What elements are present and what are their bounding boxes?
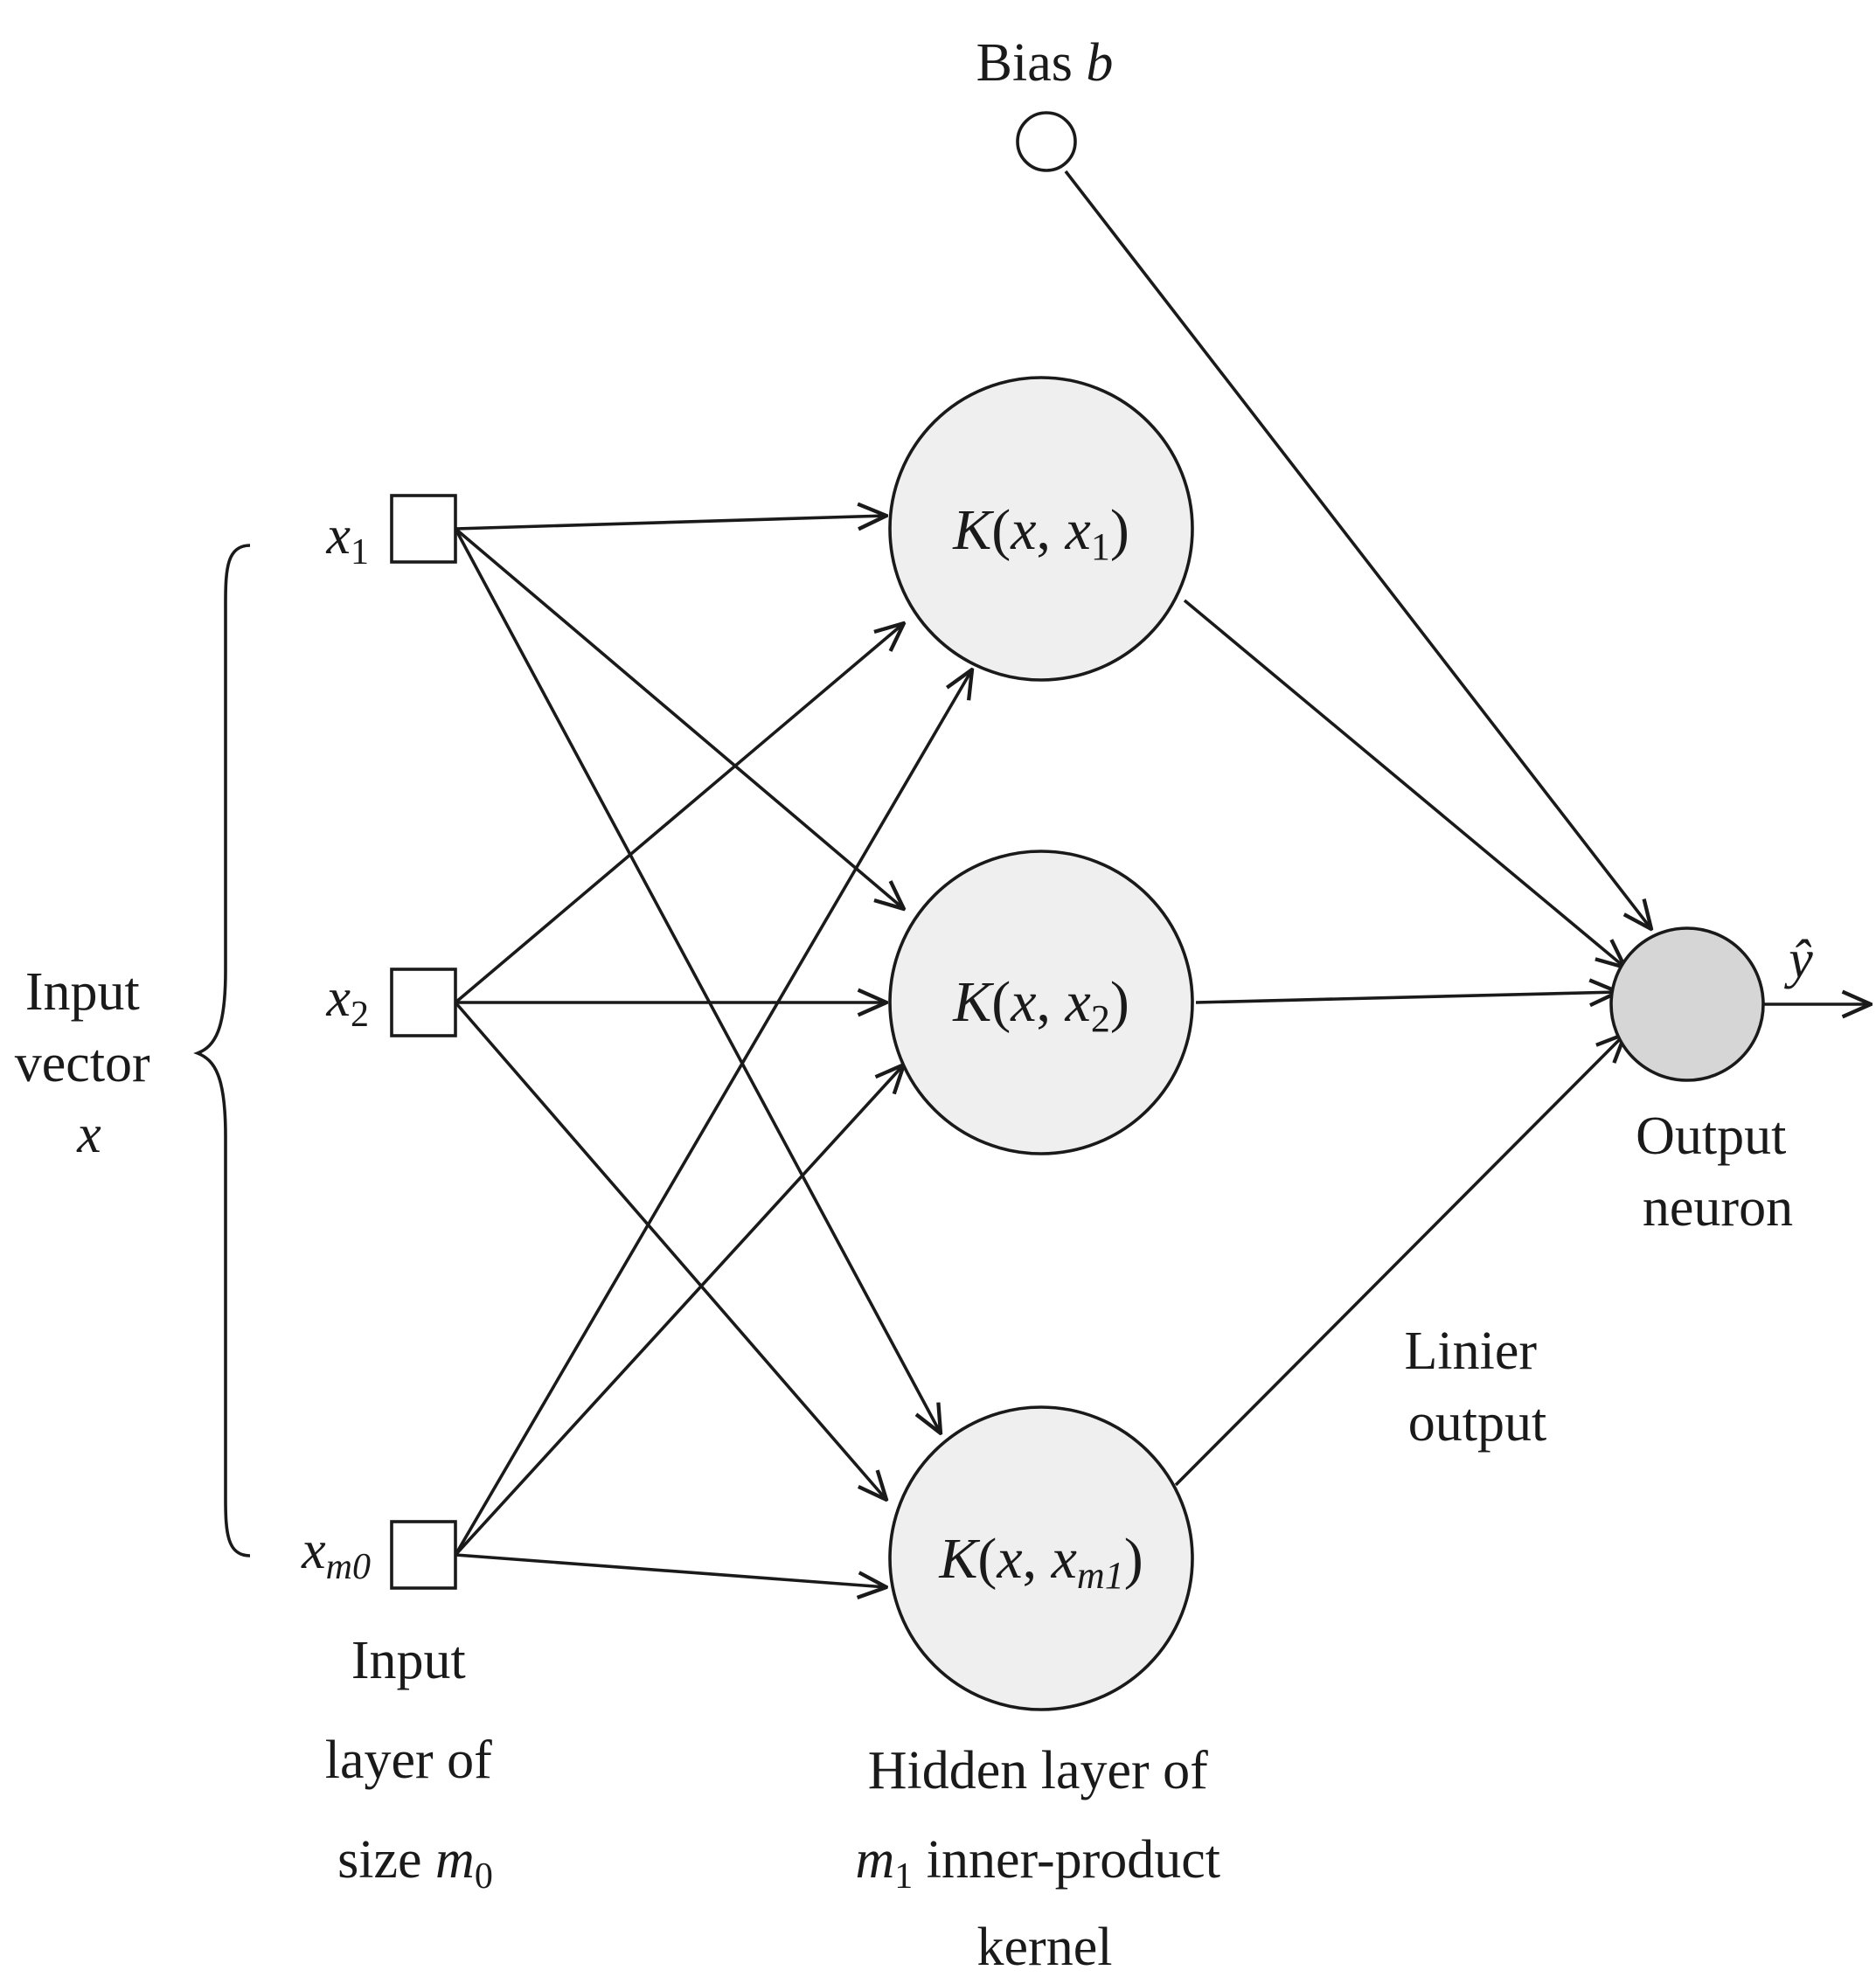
hidden-layer-label: Hidden layer of m1 inner-product kernel: [856, 1741, 1234, 1977]
output-neuron-label: Output neuron: [1636, 1106, 1800, 1238]
edge-xm0-k3: [455, 1553, 886, 1587]
edge-xm0-k1: [454, 669, 972, 1556]
edge-k1-output: [1183, 599, 1625, 968]
input-layer-label: Input layer of size m0: [325, 1631, 506, 1897]
edge-k3-output: [1174, 1034, 1625, 1487]
output-neuron-node: [1609, 926, 1765, 1082]
input-node-xm0: [390, 1520, 457, 1590]
bias-label: Bias b: [976, 33, 1114, 93]
edge-x2-k3: [454, 1001, 886, 1500]
input-vector-brace: [193, 544, 251, 1557]
hidden-node-2: [888, 850, 1194, 1155]
edge-x2-k1: [454, 623, 904, 1004]
hidden-layer: [888, 376, 1194, 1711]
hidden-node-1: [888, 376, 1194, 682]
edge-x1-k3: [454, 528, 941, 1433]
kernel-label-1: K(x, x1): [952, 498, 1129, 568]
hidden-node-3: [888, 1405, 1194, 1711]
input-label-xm0: xm0: [301, 1521, 371, 1587]
input-node-x2: [390, 968, 457, 1037]
output-yhat-label: ŷ: [1783, 930, 1813, 989]
edge-bias-output: [1064, 170, 1651, 929]
edges: [454, 170, 1871, 1587]
bias-node: [1016, 111, 1077, 172]
edge-x1-k2: [454, 527, 904, 909]
input-node-x1: [390, 494, 457, 564]
input-label-x1: x1: [325, 506, 369, 572]
edge-k2-output: [1195, 992, 1618, 1002]
edge-xm0-k2: [454, 1065, 904, 1557]
edge-x1-k1: [455, 516, 886, 529]
input-label-x2: x2: [325, 968, 369, 1035]
input-layer: [390, 494, 457, 1590]
input-vector-label: Input vector x: [15, 962, 163, 1164]
linear-output-label: Linier output: [1405, 1322, 1551, 1453]
